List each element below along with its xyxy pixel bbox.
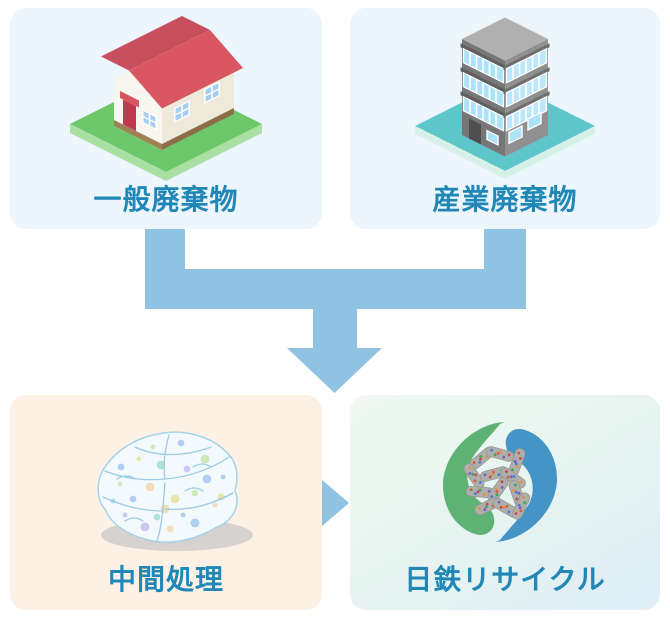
house-roof (129, 30, 243, 109)
node-intermediate-processing: 中間処理 (10, 395, 322, 610)
recycle-loop-icon (442, 422, 558, 542)
recycle-blue-swoosh (496, 429, 558, 542)
node-label-general-waste: 一般廃棄物 (93, 184, 239, 215)
node-label-industrial-waste: 産業廃棄物 (432, 184, 578, 215)
building-left-face (460, 39, 507, 157)
right-arrow (321, 479, 349, 527)
node-nittetsu-recycle: 日鉄リサイクル (350, 395, 660, 610)
plastic-bale-icon (97, 431, 253, 551)
bale-body (97, 431, 238, 543)
node-label-intermediate-processing: 中間処理 (107, 564, 224, 595)
node-label-nittetsu-recycle: 日鉄リサイクル (404, 564, 606, 595)
house-side-wall (162, 66, 234, 150)
pellet-pile (463, 446, 531, 520)
merge-down-arrow (145, 229, 526, 393)
node-general-waste: 一般廃棄物 (10, 8, 322, 229)
node-industrial-waste: 産業廃棄物 (350, 8, 660, 229)
house-icon (70, 16, 262, 181)
office-building-icon (415, 17, 595, 179)
building-right-face (503, 39, 550, 157)
recycle-green-swoosh (442, 422, 504, 535)
